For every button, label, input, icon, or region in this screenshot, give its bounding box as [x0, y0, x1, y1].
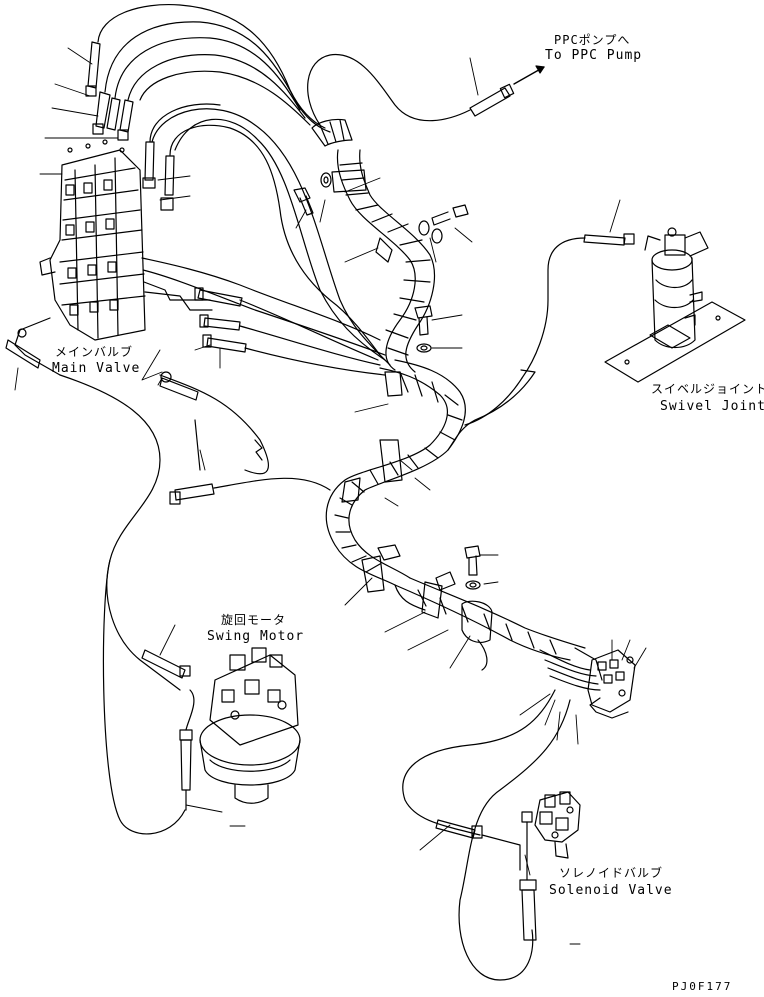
swivel-joint-label-jp: スイベルジョイント — [651, 382, 764, 396]
solenoid-valve-label-jp: ソレノイドバルブ — [559, 865, 663, 880]
label-main-valve: メインバルブ Main Valve — [52, 344, 140, 376]
main-valve-label-jp: メインバルブ — [55, 344, 133, 359]
swivel-joint-hose — [447, 233, 635, 451]
ppc-pump-label-en: To PPC Pump — [545, 48, 642, 63]
valve-top-fittings — [85, 41, 175, 211]
swing-motor-label-jp: 旋回モータ — [221, 613, 286, 627]
upper-protector — [311, 118, 436, 373]
ppc-pump-hose — [307, 54, 545, 126]
ppc-pump-label-jp: PPCポンプへ — [554, 33, 630, 47]
solenoid-valve-drawing — [521, 791, 581, 881]
loose-bolts — [293, 172, 481, 591]
main-valve-drawing — [39, 139, 146, 341]
drawing-code: PJ0F177 — [672, 980, 732, 993]
main-valve-label-en: Main Valve — [52, 361, 140, 376]
swing-motor-hose — [5, 317, 195, 835]
valve-side-hoses — [141, 257, 386, 376]
swing-motor-drawing — [199, 647, 301, 804]
label-solenoid-valve: ソレノイドバルブ Solenoid Valve — [549, 865, 673, 898]
solenoid-valve-label-en: Solenoid Valve — [549, 883, 673, 898]
leader-lines — [14, 47, 647, 945]
label-swivel-joint: スイベルジョイント Swivel Joint — [651, 382, 764, 414]
swivel-joint-drawing — [604, 227, 746, 383]
swing-motor-label-en: Swing Motor — [207, 629, 304, 644]
solenoid-hoses — [402, 689, 571, 981]
solenoid-connector-block — [539, 647, 636, 719]
swivel-joint-label-en: Swivel Joint — [660, 399, 764, 414]
lower-protector — [394, 577, 586, 671]
upper-hose-bundle — [97, 3, 391, 366]
label-ppc-pump: PPCポンプへ To PPC Pump — [545, 33, 642, 63]
valve-loop-hose — [159, 371, 331, 505]
middle-protector — [325, 359, 466, 593]
label-swing-motor: 旋回モータ Swing Motor — [207, 613, 304, 644]
